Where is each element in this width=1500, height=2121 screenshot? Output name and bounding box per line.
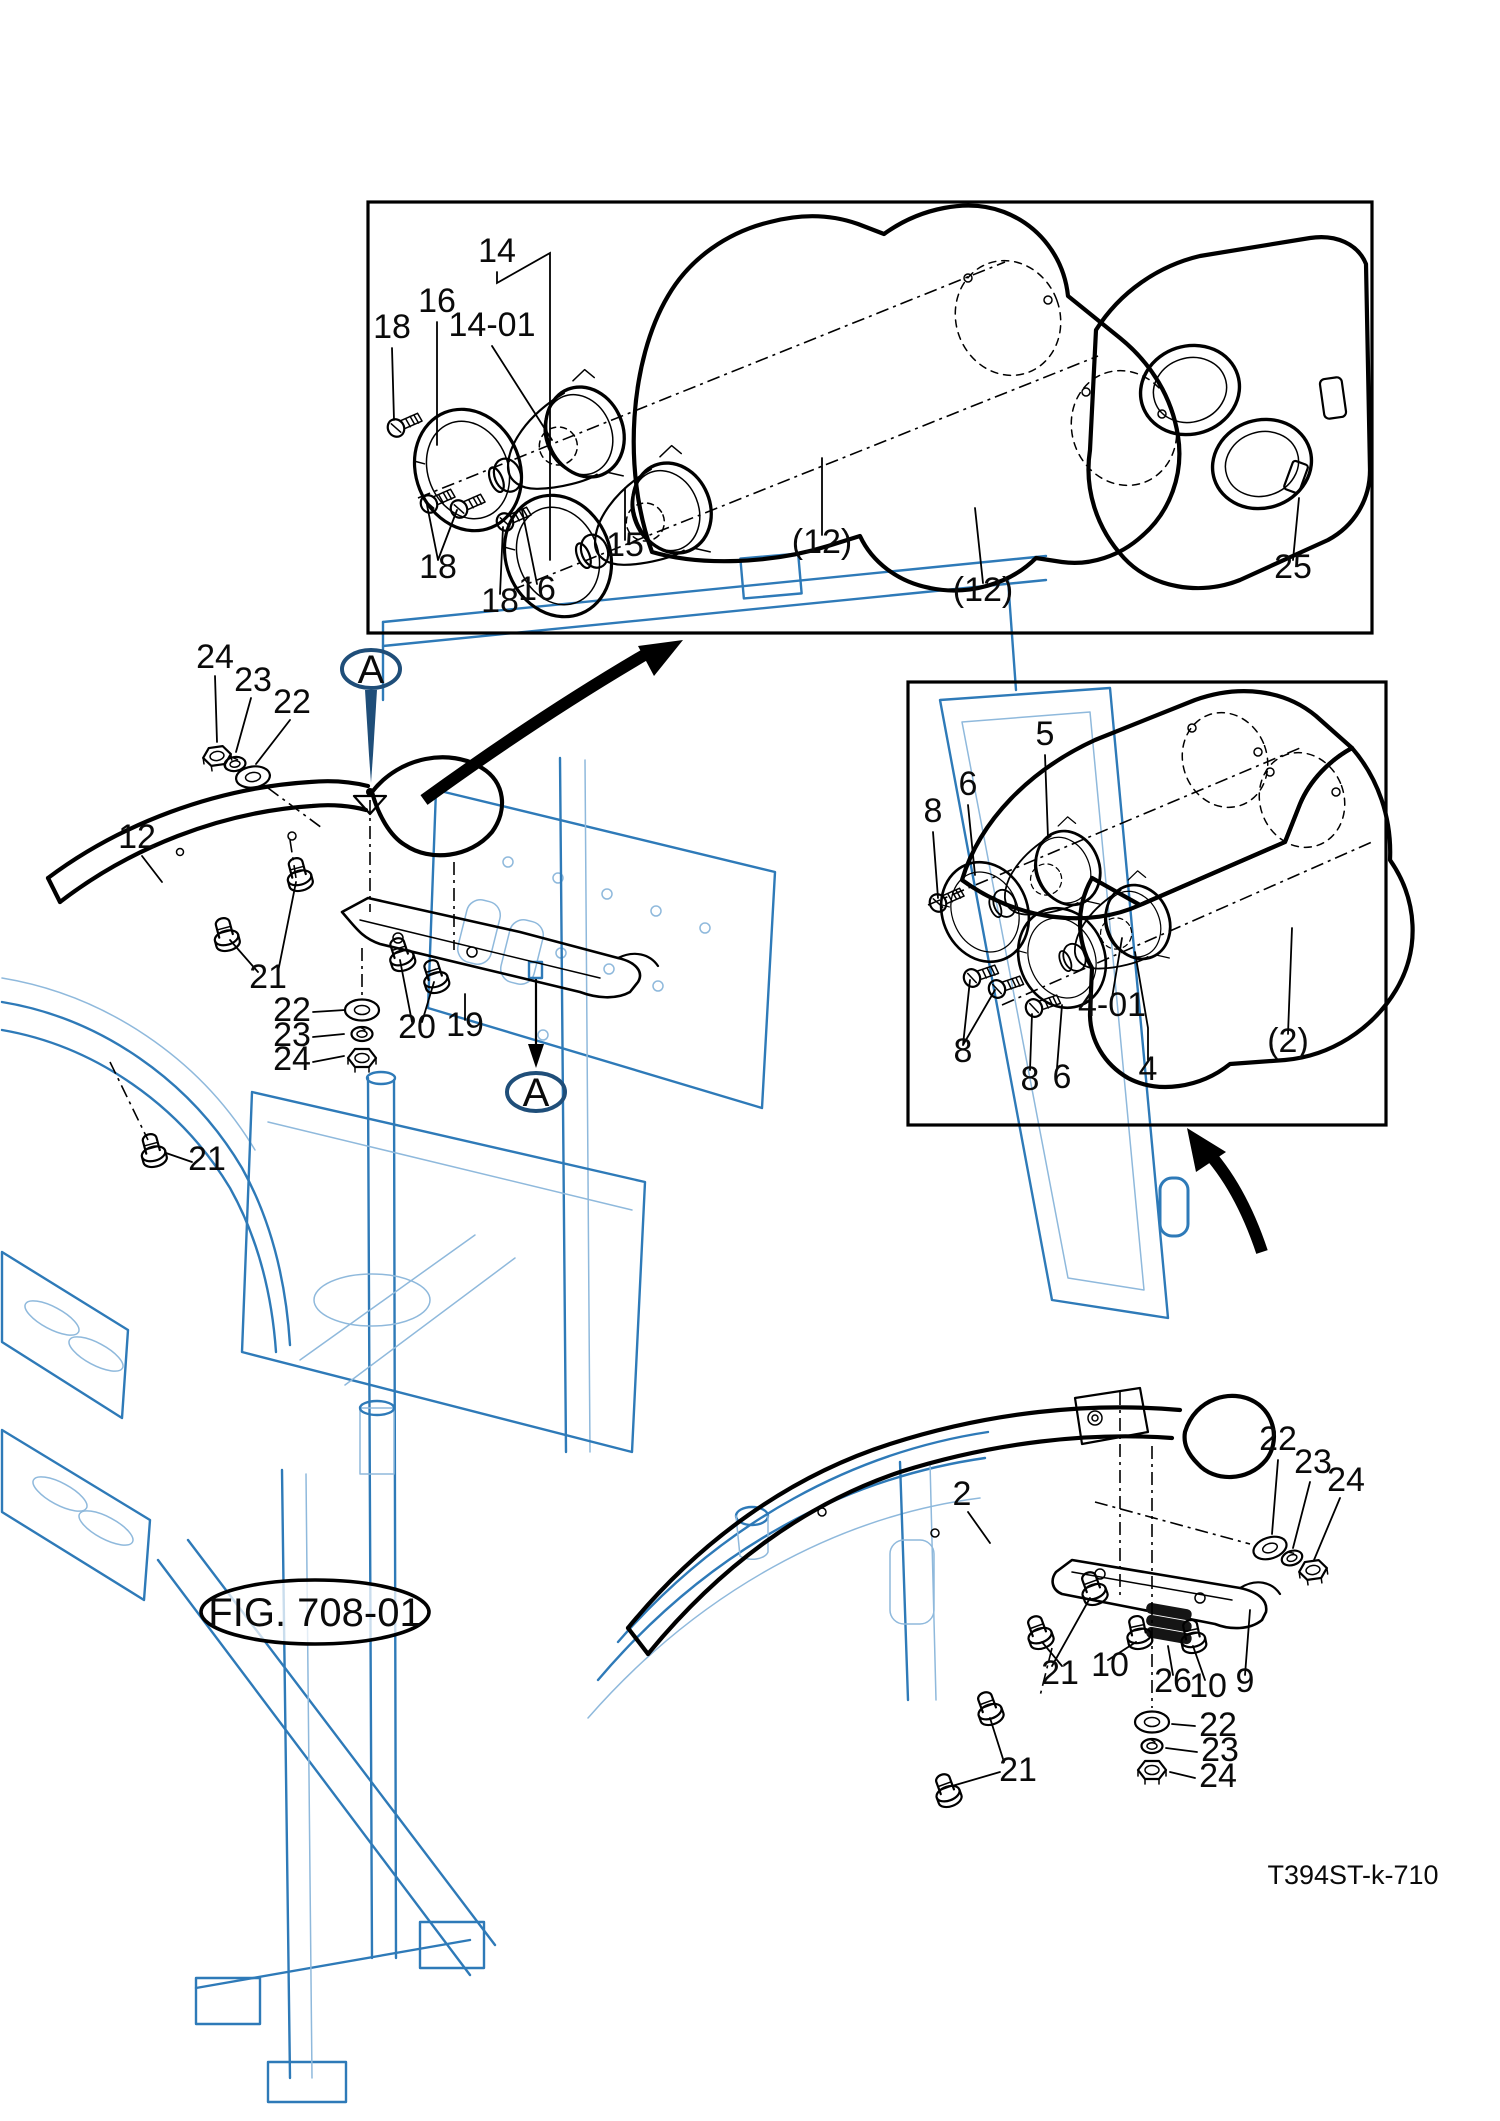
bolt-21-icon (135, 1130, 170, 1171)
part-label: 24 (1327, 1461, 1365, 1499)
left-fender-12 (45, 779, 371, 881)
detail-marker-letter: A (358, 648, 385, 692)
figure-reference-ellipse (199, 1578, 431, 1646)
part-label: 23 (1201, 1731, 1239, 1769)
fender-bracket-19 (340, 896, 642, 999)
rubber-pad-26 (1146, 1602, 1192, 1645)
part-label: 20 (398, 1008, 436, 1046)
headlight-cover-panel (959, 689, 1355, 921)
part-label: 21 (249, 958, 287, 996)
part-label: 18 (419, 548, 457, 586)
part-label: 25 (1274, 548, 1312, 586)
bolt-21-icon (970, 1687, 1007, 1730)
part-label: 26 (1154, 1662, 1192, 1700)
detail-arrow-to-right-inset (1199, 1143, 1268, 1254)
headlight-housing-2 (1077, 745, 1415, 1090)
part-label: 21 (999, 1751, 1037, 1789)
washer-22-icon (343, 998, 381, 1022)
part-label: 16 (518, 570, 556, 608)
part-label: 19 (446, 1006, 484, 1044)
headlight-housing-12 (631, 203, 1182, 593)
washer-22-icon (1249, 1531, 1291, 1565)
left-fender-bracket-curl (369, 755, 505, 858)
part-label: 24 (1199, 1757, 1237, 1795)
tractor-cab-frame-blueprint (0, 552, 1190, 2104)
detail-pointer-arrow-top (365, 690, 377, 783)
right-fender-assembly: 2 22 23 24 21 10 26 10 9 22 23 24 21 (625, 1386, 1365, 1812)
part-label: 24 (273, 1040, 311, 1078)
part-label: 22 (273, 683, 311, 721)
part-label: 8 (1021, 1060, 1040, 1098)
part-label: 9 (1236, 1662, 1255, 1700)
part-label: 23 (234, 661, 272, 699)
figure-reference-label: FIG. 708-01 (208, 1591, 421, 1635)
bolt-21-icon (928, 1769, 965, 1812)
inset-box-right-headlight-detail: 5 6 8 8 8 6 4-01 4 (2) (906, 680, 1415, 1127)
drawing-code: T394ST-k-710 (1267, 1860, 1438, 1890)
detail-markers-and-arrows: A A FIG. 708-01 T394ST-k-710 (199, 640, 1439, 1890)
detail-circle-A-top (340, 648, 402, 690)
headlamp-4-icon (1038, 864, 1186, 998)
part-label: (2) (1267, 1022, 1309, 1060)
washer-22-icon (1133, 1710, 1171, 1734)
nut-24-icon (1136, 1759, 1168, 1786)
fender-bracket-9 (1051, 1558, 1268, 1630)
part-label: 22 (1199, 1706, 1237, 1744)
part-label: 4 (1139, 1050, 1158, 1088)
bolt-21-icon (281, 854, 316, 895)
part-label: 22 (1259, 1420, 1297, 1458)
part-label: 15 (606, 526, 644, 564)
right-fender-bracket-curl (1182, 1393, 1276, 1480)
part-label: 6 (1053, 1058, 1072, 1096)
inset-box-top-headlight-detail: 14 16 18 14-01 18 18 16 15 (12) (12) 25 (366, 200, 1374, 635)
part-label: 21 (188, 1140, 226, 1178)
part-label: 4-01 (1078, 986, 1146, 1024)
plug-25-icon (1283, 459, 1309, 495)
part-label: 22 (273, 991, 311, 1029)
part-label: 8 (924, 792, 943, 830)
part-label: 10 (1091, 1646, 1129, 1684)
part-label: (12) (953, 571, 1013, 609)
detail-arrow-to-top-inset (420, 648, 650, 805)
part-label: (12) (792, 523, 852, 561)
detail-circle-A-bottom (505, 1071, 567, 1113)
left-fender-assembly: 24 23 22 12 21 22 23 24 20 19 21 (45, 638, 660, 1178)
headlamp-15-icon (550, 438, 730, 601)
part-label: 14 (478, 232, 516, 270)
nut-24-icon (1296, 1558, 1330, 1587)
detail-pointer-arrow-bottom (528, 1044, 544, 1068)
part-label: 5 (1036, 715, 1055, 753)
right-fender-2 (625, 1405, 1183, 1631)
inset-right-border (906, 680, 1388, 1127)
headlight-nose-panel-12 (1086, 235, 1373, 591)
part-label: 18 (481, 582, 519, 620)
nut-24-icon (346, 1047, 378, 1074)
part-label: 14-01 (449, 306, 536, 344)
part-label: 8 (954, 1032, 973, 1070)
lock-washer-23-icon (350, 1025, 374, 1043)
headlight-rim-16-icon (394, 391, 542, 549)
lock-washer-23-icon (1140, 1737, 1164, 1755)
inset-top-border (366, 200, 1374, 635)
detail-marker-letter: A (523, 1071, 550, 1115)
part-label: 10 (1189, 1667, 1227, 1705)
part-label: 16 (418, 282, 456, 320)
part-label: 21 (1041, 1654, 1079, 1692)
part-label: 23 (273, 1016, 311, 1054)
part-label: 12 (118, 818, 156, 856)
screw-18-icon (383, 406, 425, 441)
part-label: 18 (373, 308, 411, 346)
part-label: 2 (953, 1475, 972, 1513)
bolt-21-icon (1020, 1611, 1057, 1654)
bolt-20-icon (417, 955, 453, 997)
part-label: 23 (1294, 1443, 1332, 1481)
part-label: 24 (196, 638, 234, 676)
part-label: 6 (959, 765, 978, 803)
